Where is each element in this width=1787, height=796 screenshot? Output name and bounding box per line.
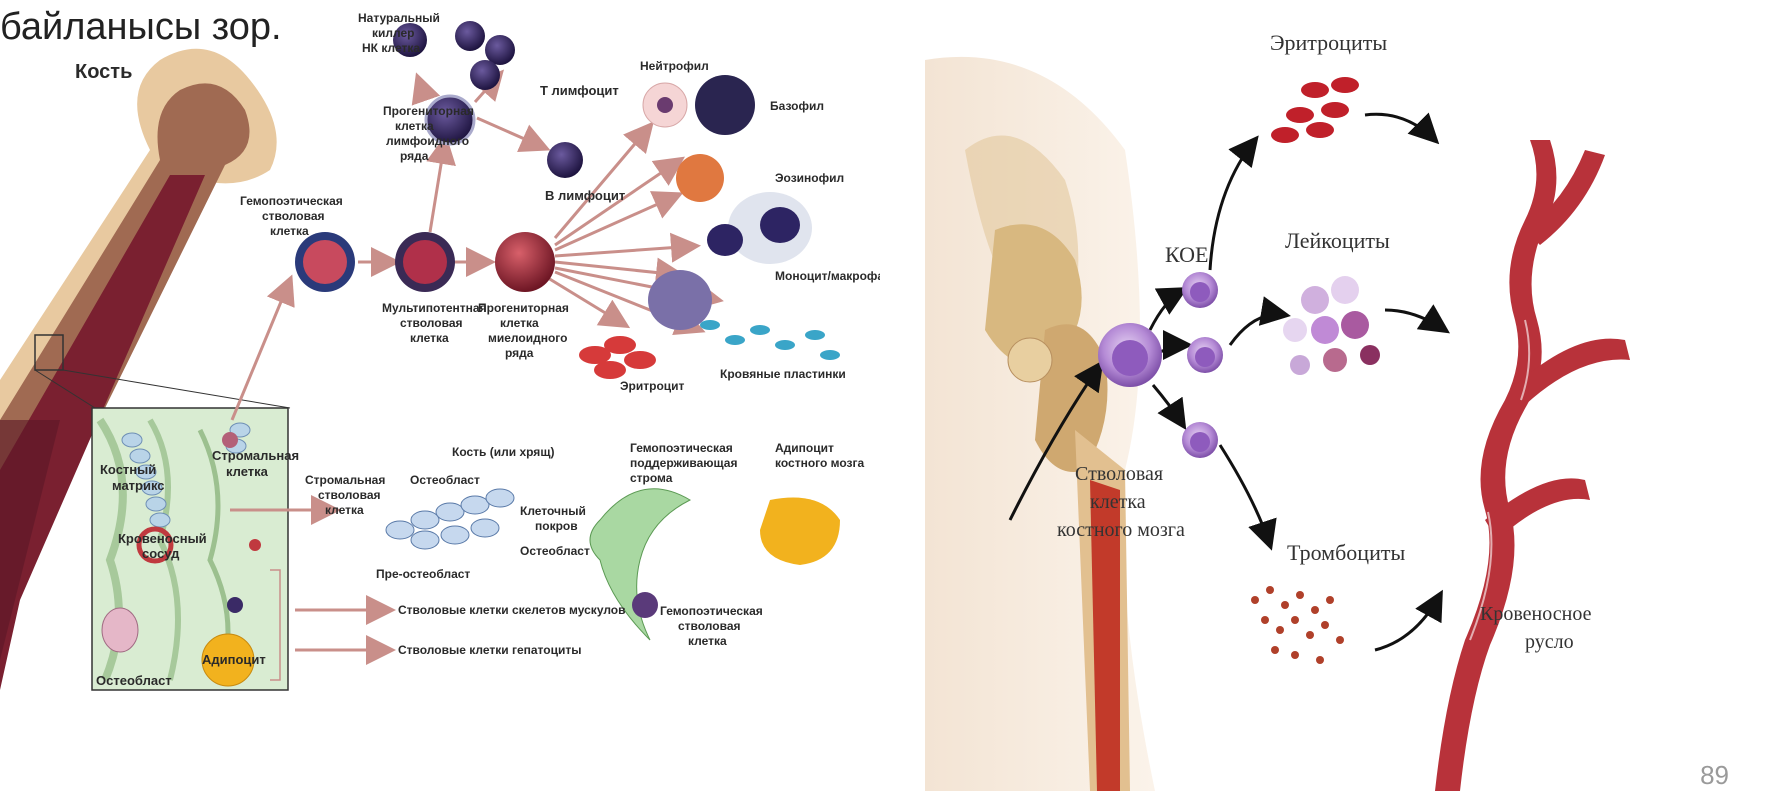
erythrocyte-label: Эритроцит — [620, 379, 685, 393]
erythrocyte-cluster — [1271, 77, 1359, 143]
adipocyte-inset-label: Адипоцит — [202, 652, 266, 667]
hemo-stroma-3: строма — [630, 471, 673, 485]
hsc-label-2: стволовая — [262, 209, 325, 223]
neutrophil-label: Нейтрофил — [640, 59, 709, 73]
stromal-cell-label-1: Стромальная — [212, 448, 299, 463]
bone-label: Кость — [75, 61, 132, 83]
basophil-label: Базофил — [770, 99, 824, 113]
hsc2-label-2: стволовая — [678, 619, 741, 633]
lymph-prog-2: клетка — [395, 119, 434, 133]
blood-cell-formation-diagram: Эритроциты Лейкоциты КОЕ Стволовая клетк… — [925, 0, 1787, 791]
osteoblast-a-label: Остеобласт — [410, 473, 480, 487]
multipotent-2: стволовая — [400, 316, 463, 330]
thrombocyte-cluster — [1251, 586, 1344, 664]
nk-label-1: Натуральный — [358, 11, 440, 25]
bone-matrix-label-2: матрикс — [112, 478, 165, 493]
blood-vessel-label-1: Кровеносный — [118, 531, 207, 546]
osteoblast-b-label: Остеобласт — [520, 544, 590, 558]
blood-vessel-label-2: сосуд — [142, 546, 180, 561]
nk-label-3: НК клетка — [362, 41, 420, 55]
hemo-stroma-1: Гемопоэтическая — [630, 441, 733, 455]
lymph-prog-1: Прогениторная — [383, 104, 474, 118]
platelets-label: Кровяные пластинки — [720, 367, 846, 381]
hepatocytes-label: Стволовые клетки гепатоциты — [398, 643, 581, 657]
bloodstream-label-1: Кровеносное — [1480, 603, 1592, 625]
myeloid-prog-2: клетка — [500, 316, 539, 330]
myeloid-prog-3: миелоидного — [488, 331, 567, 345]
thrombocytes-label: Тромбоциты — [1287, 540, 1405, 565]
osteoblast-inset-label: Остеобласт — [96, 673, 172, 688]
hsc2-label-1: Гемопоэтическая — [660, 604, 763, 618]
bone-or-cartilage-label: Кость (или хрящ) — [452, 445, 554, 459]
stromal-stem-1: Стромальная — [305, 473, 385, 487]
multipotent-1: Мультипотентная — [382, 301, 487, 315]
skeletal-muscle-label: Стволовые клетки скелетов мускулов — [398, 603, 626, 617]
monocyte-label: Моноцит/макрофаг — [775, 269, 880, 283]
multipotent-3: клетка — [410, 331, 449, 345]
hsc-label-3: клетка — [270, 224, 309, 238]
stem-label-2: клетка — [1090, 491, 1146, 513]
adipocyte-marrow-1: Адипоцит — [775, 441, 834, 455]
myeloid-prog-1: Прогениторная — [478, 301, 569, 315]
koe-label: КОЕ — [1165, 242, 1208, 267]
hip-bone-illustration — [925, 57, 1155, 791]
bloodstream-label-2: русло — [1525, 631, 1574, 653]
adipocyte-marrow-2: костного мозга — [775, 456, 865, 470]
leukocyte-cluster — [1283, 276, 1380, 375]
leukocytes-label: Лейкоциты — [1285, 228, 1390, 253]
hematopoiesis-diagram: Кость Костный матрикс Стромальная клетка… — [0, 0, 880, 791]
b-lymph-label: В лимфоцит — [545, 188, 625, 203]
lymph-prog-4: ряда — [400, 149, 429, 163]
preosteoblast-label: Пре-остеобласт — [376, 567, 470, 581]
myeloid-prog-4: ряда — [505, 346, 534, 360]
stromal-stem-3: клетка — [325, 503, 364, 517]
hsc2-label-3: клетка — [688, 634, 727, 648]
stem-label-3: костного мозга — [1057, 519, 1185, 541]
eosinophil-label: Эозинофил — [775, 171, 844, 185]
cell-cover-1: Клеточный — [520, 504, 586, 518]
lymph-prog-3: лимфоидного — [386, 134, 469, 148]
t-lymph-label: Т лимфоцит — [540, 83, 619, 98]
hsc-label-1: Гемопоэтическая — [240, 194, 343, 208]
hemo-stroma-2: поддерживающая — [630, 456, 737, 470]
erythrocytes-label: Эритроциты — [1270, 30, 1387, 55]
bone-matrix-label-1: Костный — [100, 462, 156, 477]
blood-vessel-illustration — [1435, 140, 1630, 791]
cell-cover-2: покров — [535, 519, 578, 533]
stromal-stem-2: стволовая — [318, 488, 381, 502]
stem-label-1: Стволовая — [1075, 463, 1163, 485]
nk-label-2: киллер — [372, 26, 414, 40]
stromal-cell-label-2: клетка — [226, 464, 269, 479]
page-number: 89 — [1700, 760, 1729, 791]
